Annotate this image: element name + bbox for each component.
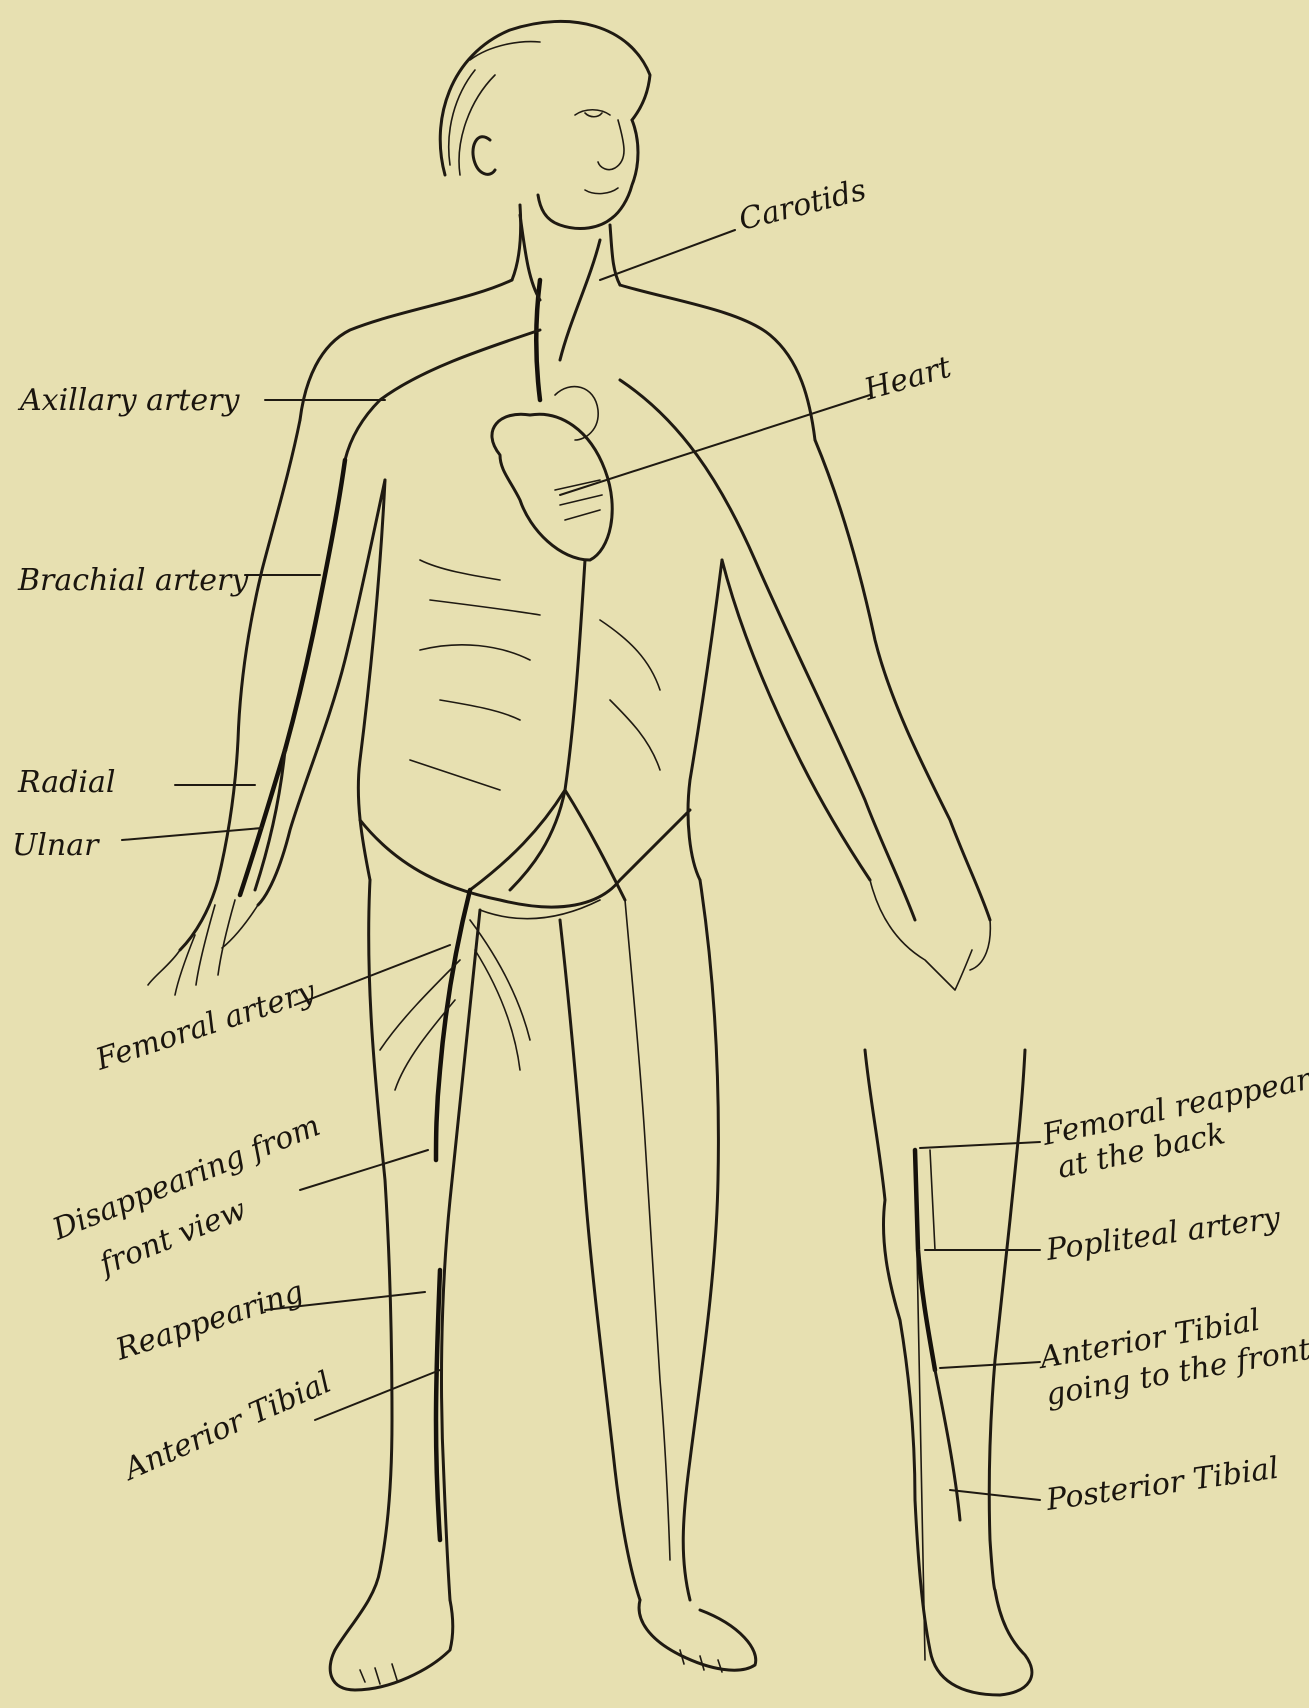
carotid-vessel	[520, 215, 600, 360]
left-leg	[335, 880, 480, 1650]
axillary-vessel	[345, 330, 540, 460]
reappearing-vessel	[436, 1270, 440, 1540]
leader-anterior-tibial-front	[940, 1362, 1040, 1368]
front-figure	[148, 21, 990, 1690]
labels: Carotids Heart Axillary artery Brachial …	[12, 172, 1309, 1518]
leader-carotids	[600, 230, 735, 280]
right-hand	[870, 880, 990, 990]
radial-vessel	[240, 750, 285, 895]
left-arm	[180, 420, 385, 950]
leader-femoral	[295, 945, 450, 1005]
left-hand	[148, 900, 258, 995]
right-leg-vessel	[625, 900, 670, 1560]
pelvis	[360, 810, 690, 907]
torso-sides	[358, 480, 722, 880]
label-femoral-artery: Femoral artery	[91, 974, 321, 1078]
iliac-vessels	[470, 790, 625, 900]
label-reappearing: Reappearing	[111, 1274, 308, 1368]
ear	[473, 137, 495, 175]
label-heart: Heart	[860, 349, 956, 407]
right-leg	[560, 880, 718, 1600]
femoral-vessel	[436, 890, 470, 1160]
right-arm	[722, 440, 990, 920]
posterior-tibial-vessel	[935, 1370, 960, 1520]
leader-posterior-tibial	[950, 1490, 1040, 1500]
femoral-branches	[380, 920, 530, 1090]
heart-shape	[492, 414, 612, 560]
label-anterior-tibial: Anterior Tibial	[116, 1365, 336, 1489]
label-axillary-artery: Axillary artery	[17, 383, 240, 418]
label-carotids: Carotids	[735, 172, 869, 237]
descending-aorta	[510, 560, 585, 890]
label-brachial-artery: Brachial artery	[17, 563, 249, 598]
left-foot	[330, 1600, 453, 1690]
face	[538, 120, 638, 229]
label-popliteal-artery: Popliteal artery	[1043, 1200, 1283, 1268]
leader-ulnar	[122, 828, 262, 840]
brachial-vessel	[285, 460, 345, 750]
label-posterior-tibial: Posterior Tibial	[1043, 1451, 1281, 1518]
body-sketch-lines	[410, 560, 660, 790]
label-ulnar: Ulnar	[12, 828, 100, 863]
leader-disappearing	[300, 1150, 428, 1190]
label-radial: Radial	[17, 765, 115, 800]
eye	[575, 110, 610, 117]
right-foot	[639, 1600, 756, 1670]
nose	[598, 120, 624, 170]
mouth	[585, 188, 618, 194]
leader-femoral-reappearing	[920, 1142, 1040, 1148]
